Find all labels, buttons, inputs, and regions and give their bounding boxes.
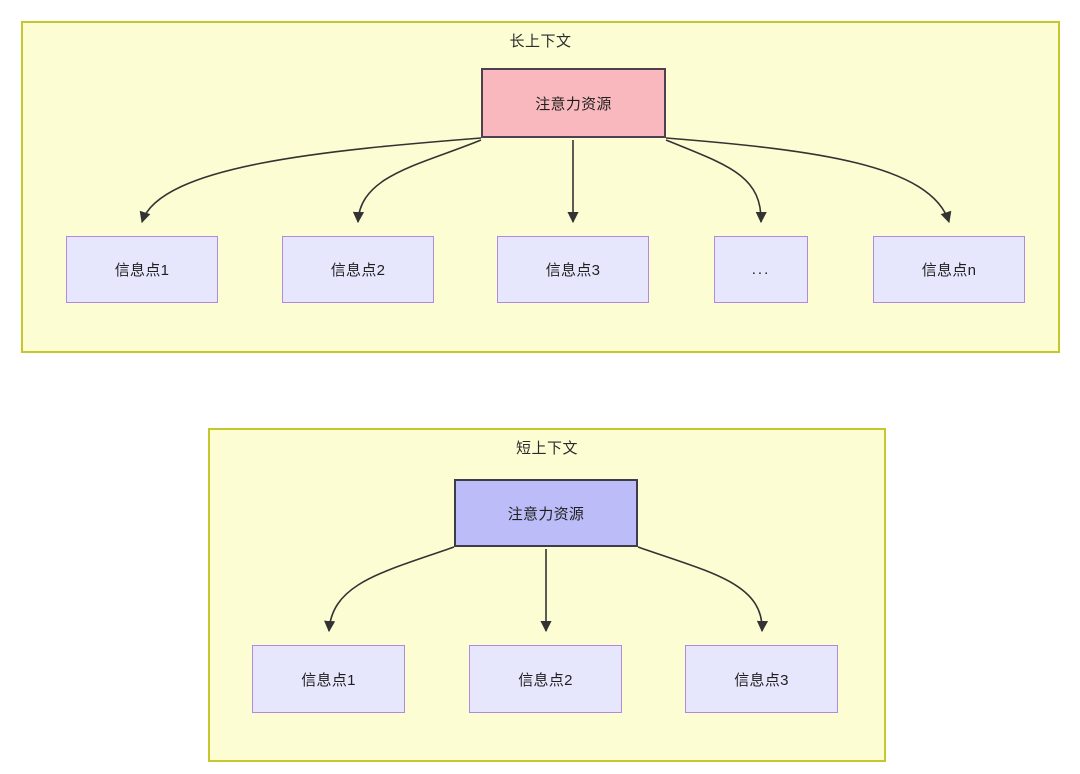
node-label: 信息点1 bbox=[114, 262, 170, 279]
node-label: ... bbox=[751, 261, 771, 278]
node-label: 信息点3 bbox=[734, 671, 789, 689]
node-long-info-point-3[interactable]: 信息点3 bbox=[497, 236, 649, 303]
node-label: 信息点1 bbox=[301, 671, 356, 689]
node-short-info-point-2[interactable]: 信息点2 bbox=[469, 645, 622, 713]
group-long-context-title: 长上下文 bbox=[509, 33, 572, 50]
node-short-info-point-1[interactable]: 信息点1 bbox=[252, 645, 405, 713]
node-label: 注意力资源 bbox=[507, 505, 585, 523]
node-label: 信息点2 bbox=[518, 671, 573, 689]
node-long-info-point-2[interactable]: 信息点2 bbox=[282, 236, 434, 303]
node-label: 信息点2 bbox=[330, 262, 386, 279]
group-short-context-title: 短上下文 bbox=[515, 440, 578, 457]
node-label: 信息点n bbox=[921, 262, 977, 279]
node-label: 注意力资源 bbox=[535, 95, 612, 113]
node-long-attention-resource[interactable]: 注意力资源 bbox=[481, 68, 666, 138]
node-long-info-point-ellipsis[interactable]: ... bbox=[714, 236, 808, 303]
node-label: 信息点3 bbox=[545, 262, 601, 279]
node-short-info-point-3[interactable]: 信息点3 bbox=[685, 645, 838, 713]
node-long-info-point-n[interactable]: 信息点n bbox=[873, 236, 1025, 303]
node-short-attention-resource[interactable]: 注意力资源 bbox=[454, 479, 638, 547]
node-long-info-point-1[interactable]: 信息点1 bbox=[66, 236, 218, 303]
